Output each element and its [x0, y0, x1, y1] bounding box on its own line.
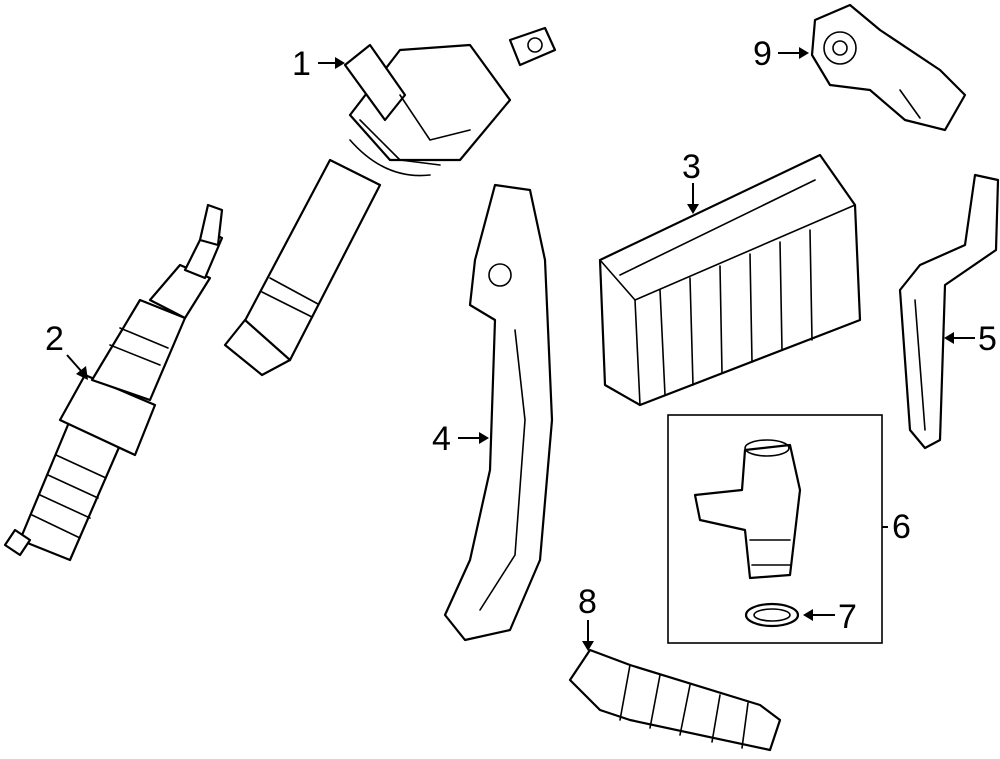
callout-2: 2 [45, 320, 88, 380]
part-spark-plug [3, 203, 224, 562]
part-ignition-coil [223, 26, 557, 377]
callout-label: 2 [45, 320, 64, 358]
part-camshaft-sensor [693, 439, 802, 580]
inset-frame [667, 414, 883, 644]
callout-3: 3 [682, 148, 701, 214]
callout-label: 1 [292, 45, 311, 83]
callout-5: 5 [944, 320, 997, 358]
callout-6: 6 [882, 508, 911, 546]
callout-4: 4 [432, 420, 489, 458]
callout-label: 8 [578, 583, 597, 621]
callout-label: 4 [432, 420, 451, 458]
part-bracket [443, 183, 554, 642]
part-crank-sensor [568, 648, 782, 752]
part-o-ring [744, 602, 800, 628]
callout-7: 7 [803, 598, 857, 636]
part-knock-sensor [810, 3, 967, 132]
callout-label: 6 [892, 508, 911, 546]
callout-label: 7 [838, 598, 857, 636]
callout-label: 3 [682, 148, 701, 186]
callout-label: 9 [753, 35, 772, 73]
callout-label: 5 [978, 320, 997, 358]
callout-9: 9 [753, 35, 809, 73]
callout-1: 1 [292, 45, 345, 83]
part-control-module [598, 153, 862, 407]
callout-8: 8 [578, 583, 597, 651]
part-small-bracket [898, 173, 1000, 450]
